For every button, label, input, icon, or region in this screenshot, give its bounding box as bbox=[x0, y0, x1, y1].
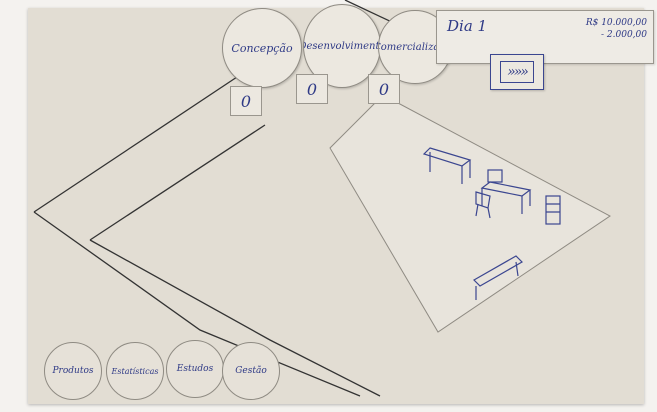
money-cost: - 2.000,00 bbox=[601, 30, 647, 40]
menu-button-gestao[interactable]: Gestão bbox=[222, 342, 280, 400]
phase-label: Comercialização bbox=[379, 41, 451, 53]
phase-counter-concepcao: 0 bbox=[230, 86, 262, 116]
phase-counter-desenvolvimento: 0 bbox=[296, 74, 328, 104]
phase-label: Desenvolvimento bbox=[304, 40, 380, 52]
fast-forward-button[interactable]: »»» bbox=[490, 54, 544, 90]
office-room-piece[interactable] bbox=[329, 94, 611, 333]
phase-circle-concepcao[interactable]: Concepção bbox=[222, 8, 302, 88]
field-outline bbox=[33, 0, 431, 397]
menu-button-produtos[interactable]: Produtos bbox=[44, 342, 102, 400]
menu-button-estatisticas[interactable]: Estatísticas bbox=[106, 342, 164, 400]
bench-icon bbox=[473, 255, 523, 287]
money-display: R$ 10.000,00 - 2.000,00 bbox=[586, 17, 647, 41]
status-panel: Dia 1 R$ 10.000,00 - 2.000,00 bbox=[436, 10, 654, 64]
office-furniture bbox=[422, 147, 561, 300]
monitor-icon bbox=[487, 169, 503, 183]
menu-button-estudos[interactable]: Estudos bbox=[166, 340, 224, 398]
fast-forward-icon: »»» bbox=[500, 61, 534, 83]
cabinet-icon bbox=[545, 195, 561, 225]
phase-counter-comercializacao: 0 bbox=[368, 74, 400, 104]
day-counter: Dia 1 bbox=[447, 17, 488, 35]
phase-label: Concepção bbox=[231, 41, 293, 55]
money-balance: R$ 10.000,00 bbox=[585, 18, 647, 28]
